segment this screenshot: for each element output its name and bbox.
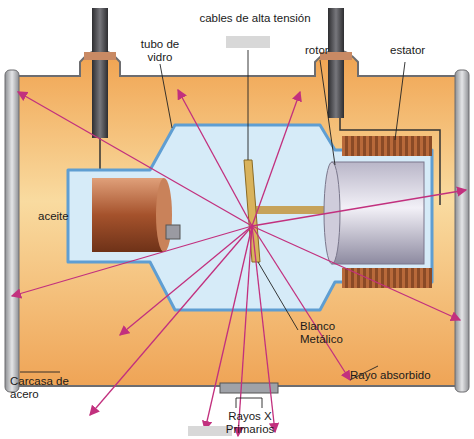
part-label: Carcasa de acero (10, 375, 80, 401)
part-label: cables de alta tensión (170, 12, 340, 25)
part-label: rotor (305, 44, 345, 57)
part-label: tubo de vidro (134, 38, 186, 64)
part-label: Rayos X Primarios (220, 410, 280, 436)
part-label: aceite (38, 210, 88, 223)
part-label: Blanco Metálico (300, 320, 360, 346)
part-label: estator (390, 44, 440, 57)
part-label: Rayo absorbido (350, 369, 450, 382)
